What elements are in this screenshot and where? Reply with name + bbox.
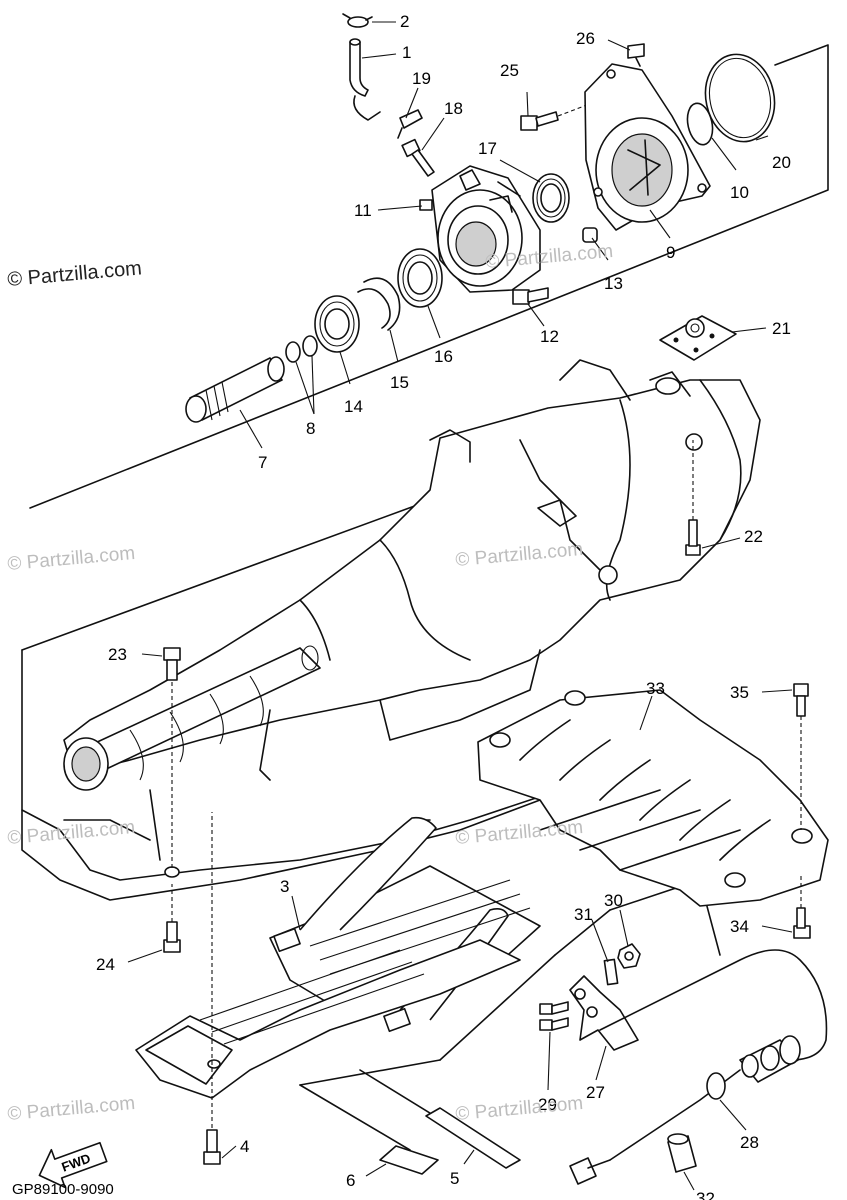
- bolt-25: [520, 99, 601, 131]
- callout-17: 17: [478, 139, 497, 158]
- plate-31: [603, 958, 619, 986]
- bearing-housing-11: [419, 165, 541, 293]
- bearing-14: [314, 295, 360, 353]
- callout-22: 22: [744, 527, 763, 546]
- callout-13: 13: [604, 274, 623, 293]
- bearing-16: [397, 248, 443, 308]
- bracket-21: [659, 315, 737, 361]
- bolt-23: [163, 647, 181, 870]
- diagram-code: GP89100-9090: [12, 1181, 114, 1198]
- bracket-27: [569, 975, 639, 1051]
- callout-35: 35: [730, 683, 749, 702]
- callout-18: 18: [444, 99, 463, 118]
- callout-12: 12: [540, 327, 559, 346]
- callout-32: 32: [696, 1189, 715, 1200]
- callout-24: 24: [96, 955, 115, 974]
- callout-27: 27: [586, 1083, 605, 1102]
- callout-16: 16: [434, 347, 453, 366]
- callout-9: 9: [666, 243, 675, 262]
- gasket-20: [704, 53, 776, 143]
- callout-8: 8: [306, 419, 315, 438]
- callout-25: 25: [500, 61, 519, 80]
- callout-15: 15: [390, 373, 409, 392]
- callout-14: 14: [344, 397, 363, 416]
- callout-28: 28: [740, 1133, 759, 1152]
- nut-30: [617, 943, 641, 969]
- clip-19: [397, 109, 423, 139]
- strip-5: [425, 1107, 521, 1169]
- callout-10: 10: [730, 183, 749, 202]
- steering-cable-28: [569, 949, 828, 1185]
- o-rings-8: [285, 335, 318, 363]
- frame-lines: [21, 44, 829, 1151]
- drive-shaft-7: [185, 356, 285, 423]
- callout-11: 11: [354, 201, 372, 220]
- watermark-faint-1: © Partzilla.com: [7, 543, 136, 575]
- shaft-tube: [63, 645, 321, 791]
- bolt-12: [512, 287, 549, 305]
- bolt-18: [401, 138, 435, 177]
- tape-6: [379, 1145, 439, 1175]
- callout-7: 7: [258, 453, 267, 472]
- callout-1: 1: [402, 43, 411, 62]
- watermark-faint-5: © Partzilla.com: [455, 817, 584, 849]
- callout-labels: 2 1 19 18 11 17 25 26 20 10 9 13 12 16 1…: [96, 12, 791, 1200]
- callout-6: 6: [346, 1171, 355, 1190]
- callout-19: 19: [412, 69, 431, 88]
- hose-1: [349, 38, 381, 121]
- bolts-29: [539, 1001, 569, 1031]
- callout-4: 4: [240, 1137, 249, 1156]
- hose-clamp-2: [342, 13, 373, 28]
- bolt-24: [163, 884, 181, 953]
- callout-33: 33: [646, 679, 665, 698]
- circlip-15: [357, 277, 401, 331]
- watermark-faint-6: © Partzilla.com: [7, 1093, 136, 1125]
- o-ring-10: [686, 102, 714, 146]
- callout-20: 20: [772, 153, 791, 172]
- callout-21: 21: [772, 319, 791, 338]
- callout-5: 5: [450, 1169, 459, 1188]
- sleeve-32: [667, 1133, 697, 1173]
- dowel-pin-13: [582, 227, 598, 243]
- watermark-main: © Partzilla.com: [7, 257, 143, 291]
- bolt-35: [793, 683, 809, 830]
- callout-31: 31: [574, 905, 593, 924]
- callout-3: 3: [280, 877, 289, 896]
- callout-2: 2: [400, 12, 409, 31]
- callout-26: 26: [576, 29, 595, 48]
- ride-plate-33: [477, 689, 829, 907]
- callout-34: 34: [730, 917, 749, 936]
- watermark-faint-7: © Partzilla.com: [455, 1093, 584, 1125]
- bolt-34: [793, 876, 811, 939]
- callout-30: 30: [604, 891, 623, 910]
- pump-cover-9: [584, 63, 711, 231]
- bearing-17: [532, 173, 570, 223]
- label-plate-26: [627, 43, 645, 67]
- callout-29: 29: [538, 1095, 557, 1114]
- bolt-4: [203, 812, 221, 1165]
- bolt-22: [685, 440, 701, 556]
- leader-lines: [127, 21, 793, 1191]
- callout-23: 23: [108, 645, 127, 664]
